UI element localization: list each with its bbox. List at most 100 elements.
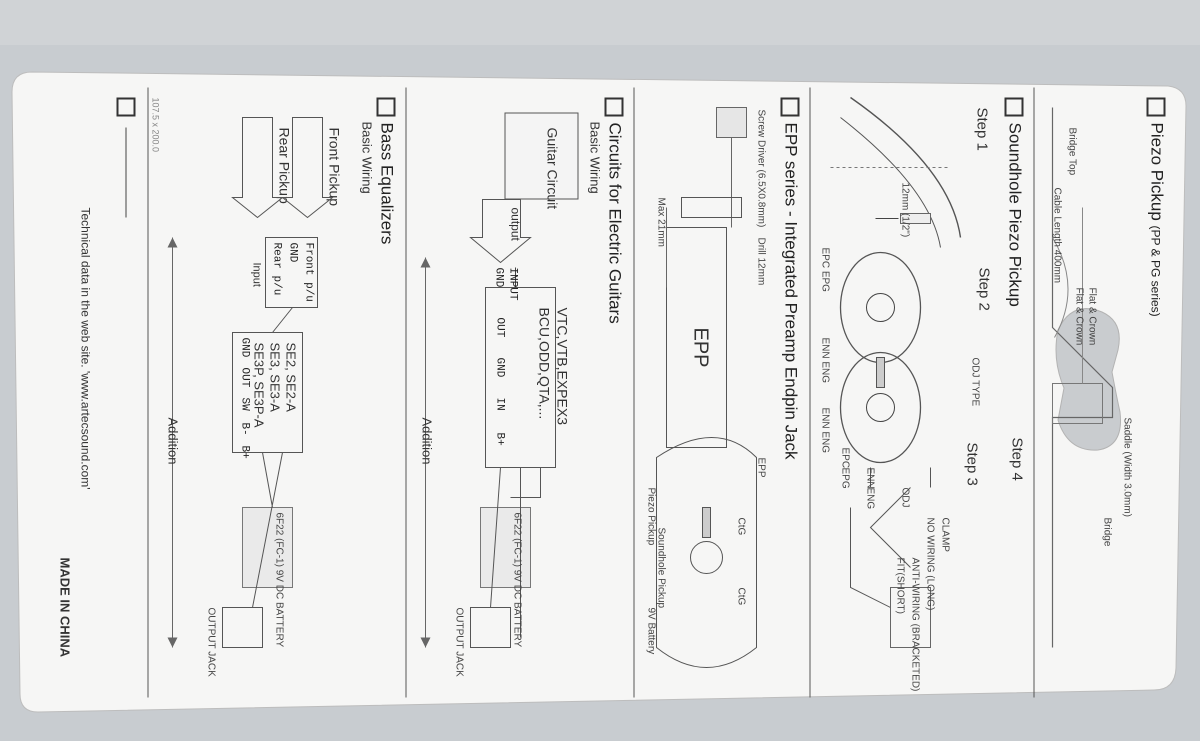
electric-models: VTC,VTB,EXPEX3 bbox=[554, 307, 571, 425]
bass-output-jack: OUTPUT JACK bbox=[205, 607, 217, 677]
tag-enn-eng-2: ENN ENG bbox=[819, 407, 831, 454]
saddle-label: Saddle (Width 3.0mm) bbox=[1121, 417, 1133, 517]
bass-model-2: SE3, SE3-A bbox=[267, 342, 283, 412]
electric-diagram bbox=[420, 199, 556, 648]
bass-pin-out: OUT bbox=[238, 367, 251, 388]
tag-eng: ENG bbox=[864, 487, 876, 510]
bass-model-3: SE3P, SE3P-A bbox=[251, 342, 267, 428]
tag-epc: EPC bbox=[839, 447, 851, 469]
diagram-ctg-2: CtG bbox=[735, 587, 747, 606]
divider-5 bbox=[147, 87, 149, 698]
footer-heading bbox=[116, 97, 136, 218]
soundhole-heading: Soundhole Piezo Pickup bbox=[1004, 97, 1025, 307]
piezo-checkbox[interactable] bbox=[1146, 97, 1166, 117]
bass-section: Bass Equalizers Basic Wiring Front Picku… bbox=[153, 88, 403, 698]
epp-section: EPP series - Integrated Preamp Endpin Ja… bbox=[637, 88, 807, 698]
flat-crown-label-2: Flat & Crown bbox=[1073, 287, 1085, 346]
bass-pin-bplus: B+ bbox=[238, 445, 251, 459]
electric-battery: 6F22 (FC-1) 9V DC BATTERY bbox=[511, 512, 523, 648]
bass-diagram bbox=[167, 117, 334, 648]
bass-input-label: Input bbox=[250, 262, 263, 287]
card-outline bbox=[11, 71, 1187, 713]
bridge-label: Bridge bbox=[1101, 517, 1113, 547]
pin-out: OUT bbox=[493, 317, 506, 338]
tag-enn-eng-1: ENN ENG bbox=[819, 337, 831, 384]
bass-checkbox[interactable] bbox=[376, 97, 396, 117]
epp-jack-label: EPP bbox=[689, 327, 712, 368]
screw-note: Screw Driver (6.5X0.8mm) bbox=[755, 109, 767, 228]
footer-checkbox[interactable] bbox=[116, 97, 136, 117]
bass-input-rear: Rear p/u bbox=[270, 242, 283, 296]
pin-bplus: B+ bbox=[493, 432, 506, 446]
epp-title: EPP series - Integrated Preamp Endpin Ja… bbox=[781, 122, 801, 460]
tag-odj: ODJ bbox=[899, 487, 911, 508]
bass-model-1: SE2, SE2-A bbox=[283, 342, 299, 412]
anti-wiring-label: ANTI-WIRING (BRACKETED) bbox=[909, 557, 921, 692]
diagram-battery: 9V Battery bbox=[645, 607, 657, 655]
epp-heading: EPP series - Integrated Preamp Endpin Ja… bbox=[780, 97, 801, 460]
fit-short-label: FIT(SHORT) bbox=[894, 557, 906, 614]
bridge-top-label: Bridge Top bbox=[1066, 127, 1078, 176]
bass-heading: Bass Equalizers bbox=[376, 97, 397, 245]
electric-models-2: BCU,ODD,QTA,... bbox=[536, 307, 553, 420]
tech-note: Technical data in the web site. 'www.art… bbox=[78, 207, 93, 490]
piezo-subtitle: (PP & PG series) bbox=[1148, 225, 1163, 317]
product-card: Piezo Pickup (PP & PG series) Saddle (Wi… bbox=[28, 87, 1173, 698]
max-note: Max 21mm bbox=[655, 197, 667, 247]
pin-gnd: GND bbox=[493, 357, 506, 378]
soundhole-diagram bbox=[830, 96, 962, 648]
tag-epg: EPG bbox=[839, 467, 851, 489]
made-in-china: MADE IN CHINA bbox=[57, 557, 73, 658]
tag-epc-epg: EPC EPG bbox=[819, 247, 831, 292]
electric-heading: Circuits for Electric Guitars bbox=[604, 97, 625, 324]
electric-checkbox[interactable] bbox=[604, 97, 624, 117]
piezo-title: Piezo Pickup bbox=[1147, 122, 1167, 221]
bass-addition: Addition bbox=[165, 417, 181, 465]
dimension-label: 12mm (1/2") bbox=[899, 182, 911, 238]
bass-pin-sw: SW bbox=[238, 397, 251, 411]
divider-1 bbox=[1033, 87, 1035, 698]
bass-title: Bass Equalizers bbox=[377, 122, 397, 245]
pin-in: IN bbox=[493, 397, 506, 411]
diagram-soundhole: Soundhole Pickup bbox=[655, 527, 667, 609]
divider-4 bbox=[405, 87, 407, 698]
divider-3 bbox=[633, 87, 635, 698]
diagram-piezo: Piezo Pickup bbox=[645, 487, 657, 546]
electric-output-jack: OUTPUT JACK bbox=[453, 607, 465, 677]
diagram-epp: EPP bbox=[755, 457, 767, 478]
electric-section: Circuits for Electric Guitars Basic Wiri… bbox=[411, 88, 631, 698]
piezo-section: Piezo Pickup (PP & PG series) Saddle (Wi… bbox=[1038, 88, 1173, 698]
gnd-label: GND bbox=[492, 267, 505, 288]
flat-crown-label-1: Flat & Crown bbox=[1086, 287, 1098, 346]
piezo-diagram bbox=[1051, 107, 1114, 648]
bass-pin-bminus: B- bbox=[238, 422, 251, 436]
electric-addition: Addition bbox=[419, 417, 435, 465]
soundhole-checkbox[interactable] bbox=[1004, 97, 1024, 117]
tag-odj-type: ODJ TYPE bbox=[969, 357, 981, 407]
size-note: 107.5 x 200.0 bbox=[150, 97, 161, 153]
epp-diagram bbox=[656, 107, 757, 668]
tag-enn: ENN bbox=[864, 467, 876, 489]
epp-checkbox[interactable] bbox=[780, 97, 800, 117]
bass-input-gnd: GND bbox=[286, 242, 299, 263]
soundhole-title: Soundhole Piezo Pickup bbox=[1005, 122, 1025, 307]
divider-2 bbox=[809, 87, 811, 698]
diagram-ctg-1: CtG bbox=[735, 517, 747, 536]
clamp-label: CLAMP bbox=[939, 517, 951, 552]
footer-blank-line bbox=[125, 127, 127, 218]
soundhole-section: Soundhole Piezo Pickup Step 1 Step 2 Ste… bbox=[813, 88, 1031, 698]
output-label: output bbox=[508, 207, 523, 241]
cable-length-label: Cable Length 400mm bbox=[1051, 187, 1063, 284]
piezo-heading: Piezo Pickup (PP & PG series) bbox=[1146, 97, 1167, 317]
bass-pin-gnd: GND bbox=[238, 337, 251, 358]
hang-hole bbox=[1055, 308, 1122, 451]
input-label: INPUT bbox=[506, 267, 519, 301]
footer-section: 107.5 x 200.0 Technical data in the web … bbox=[35, 88, 161, 698]
no-wiring-label: NO WIRING (LONG) bbox=[924, 517, 936, 611]
step-2: Step 2 bbox=[975, 267, 993, 311]
drill-note: Drill 12mm bbox=[755, 237, 767, 286]
bass-input-front: Front p/u bbox=[302, 242, 315, 302]
bass-battery: 6F22 (FC-1) 9V DC BATTERY bbox=[273, 512, 285, 648]
